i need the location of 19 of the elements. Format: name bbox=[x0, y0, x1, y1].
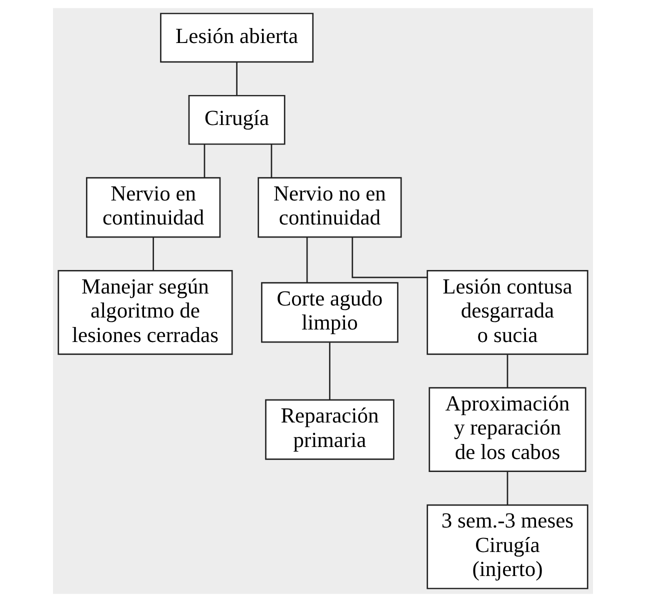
node-box: Reparación primaria bbox=[265, 399, 394, 460]
node-box: 3 sem.-3 meses Cirugía (injerto) bbox=[426, 504, 588, 590]
node-box: Manejar según algoritmo de lesiones cerradas bbox=[58, 270, 233, 355]
node-box: Corte agudo limpio bbox=[261, 282, 398, 343]
connector bbox=[236, 62, 238, 96]
node-box: Nervio no en continuidad bbox=[258, 177, 402, 238]
node-box: Aproximación y reparación de los cabos bbox=[428, 387, 586, 472]
node-box: Nervio en continuidad bbox=[86, 177, 221, 238]
connector bbox=[204, 144, 206, 178]
node-box: Lesión contusa desgarrada o sucia bbox=[426, 270, 588, 355]
connector bbox=[329, 342, 330, 400]
connector bbox=[506, 472, 508, 505]
connector bbox=[506, 354, 508, 388]
node-box: Lesión abierta bbox=[160, 12, 314, 63]
connector bbox=[352, 237, 428, 278]
connector bbox=[306, 237, 308, 283]
connector bbox=[152, 237, 154, 270]
node-box: Cirugía bbox=[188, 94, 286, 145]
connector bbox=[270, 144, 272, 178]
